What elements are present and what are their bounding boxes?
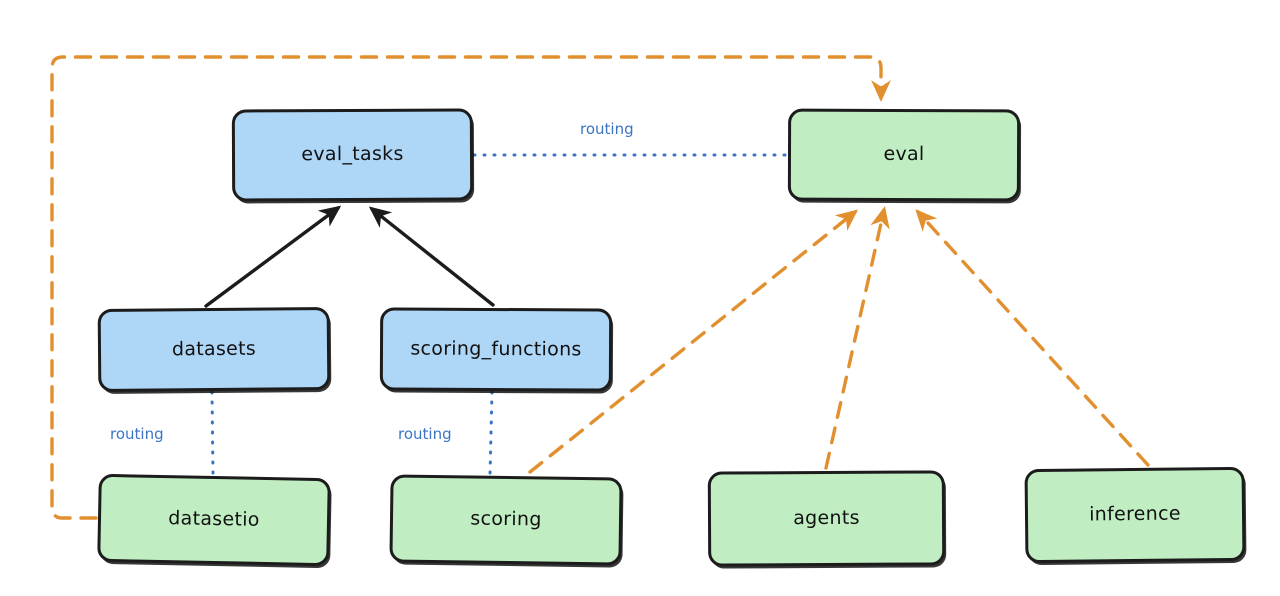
node-scoring-functions[interactable]: scoring_functions bbox=[379, 307, 613, 392]
edge-inference-to-eval bbox=[915, 209, 1150, 467]
node-eval-tasks[interactable]: eval_tasks bbox=[231, 108, 474, 202]
node-agents[interactable]: agents bbox=[707, 470, 946, 567]
edge-scoring-to-eval bbox=[528, 209, 859, 474]
node-datasetio[interactable]: datasetio bbox=[97, 473, 331, 567]
node-inference[interactable]: inference bbox=[1024, 466, 1246, 564]
edge-datasetio-to-eval bbox=[50, 55, 891, 520]
edge-label-routing-scoring: routing bbox=[398, 425, 452, 443]
edge-scoring-functions-to-scoring bbox=[488, 390, 494, 477]
node-label-datasets: datasets bbox=[171, 337, 257, 360]
edge-label-routing-eval-tasks: routing bbox=[580, 120, 634, 138]
node-label-scoring-functions: scoring_functions bbox=[410, 337, 582, 361]
node-scoring[interactable]: scoring bbox=[389, 474, 623, 566]
edge-datasets-to-eval-tasks bbox=[204, 205, 342, 308]
node-label-agents: agents bbox=[793, 506, 860, 529]
node-label-datasetio: datasetio bbox=[168, 507, 260, 531]
node-label-eval: eval bbox=[883, 143, 925, 166]
node-datasets[interactable]: datasets bbox=[97, 306, 331, 393]
node-label-scoring: scoring bbox=[470, 507, 542, 531]
edge-label-routing-datasets: routing bbox=[110, 425, 164, 443]
node-label-inference: inference bbox=[1089, 502, 1181, 526]
node-label-eval-tasks: eval_tasks bbox=[301, 142, 404, 166]
edge-datasets-to-datasetio bbox=[210, 390, 215, 477]
edge-scoring-functions-to-eval-tasks bbox=[368, 206, 495, 307]
edge-agents-to-eval bbox=[824, 206, 890, 470]
node-eval[interactable]: eval bbox=[787, 108, 1021, 202]
